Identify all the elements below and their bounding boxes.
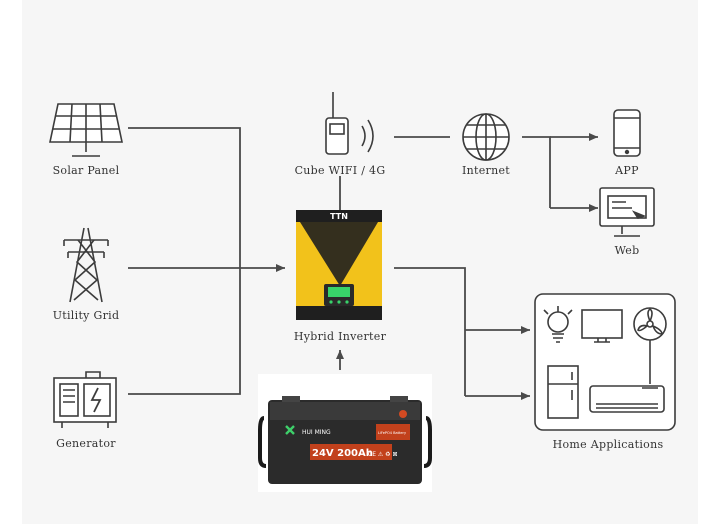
smartphone-icon: [613, 109, 641, 157]
utility-grid-label: Utility Grid: [52, 309, 120, 322]
connector-internet-split: [522, 136, 551, 208]
inverter-label: Hybrid Inverter: [293, 330, 387, 343]
connector-generator: [128, 268, 241, 395]
generator-icon: [53, 371, 117, 428]
battery-tag: LiFePO4 Battery: [378, 431, 406, 435]
hybrid-inverter: TTN: [296, 210, 382, 320]
battery-image: HUI MING 24V 200Ah LiFePO4 Battery CE ⚠ …: [258, 396, 432, 484]
fan-icon: [633, 307, 667, 389]
battery-photo: HUI MING 24V 200Ah LiFePO4 Battery CE ⚠ …: [258, 374, 432, 492]
fridge-icon: [547, 365, 579, 419]
connector-inverter-home: [394, 267, 466, 396]
power-tower-icon: [63, 227, 109, 303]
battery-model: 24V 200Ah: [312, 448, 373, 459]
solar-panel-icon: [49, 103, 123, 157]
tv-icon: [581, 309, 623, 343]
inverter-brand: TTN: [330, 212, 348, 221]
home-applications-label: Home Applications: [552, 438, 664, 451]
battery-brand: HUI MING: [302, 429, 331, 436]
light-bulb-icon: [543, 306, 573, 343]
connectors: [128, 127, 598, 400]
battery-marks: CE ⚠ ♻ ⊠: [368, 451, 398, 458]
wifi-antenna-icon: [325, 92, 374, 155]
wifi-label: Cube WIFI / 4G: [294, 164, 386, 177]
app-label: APP: [615, 164, 639, 177]
globe-icon: [462, 113, 510, 161]
home-applications-box: [534, 293, 676, 431]
internet-label: Internet: [461, 164, 511, 177]
air-conditioner-icon: [589, 385, 665, 413]
connector-solar: [128, 127, 241, 268]
solar-panel-label: Solar Panel: [52, 164, 120, 177]
generator-label: Generator: [56, 437, 116, 450]
monitor-icon: [599, 187, 655, 237]
web-label: Web: [614, 244, 640, 257]
